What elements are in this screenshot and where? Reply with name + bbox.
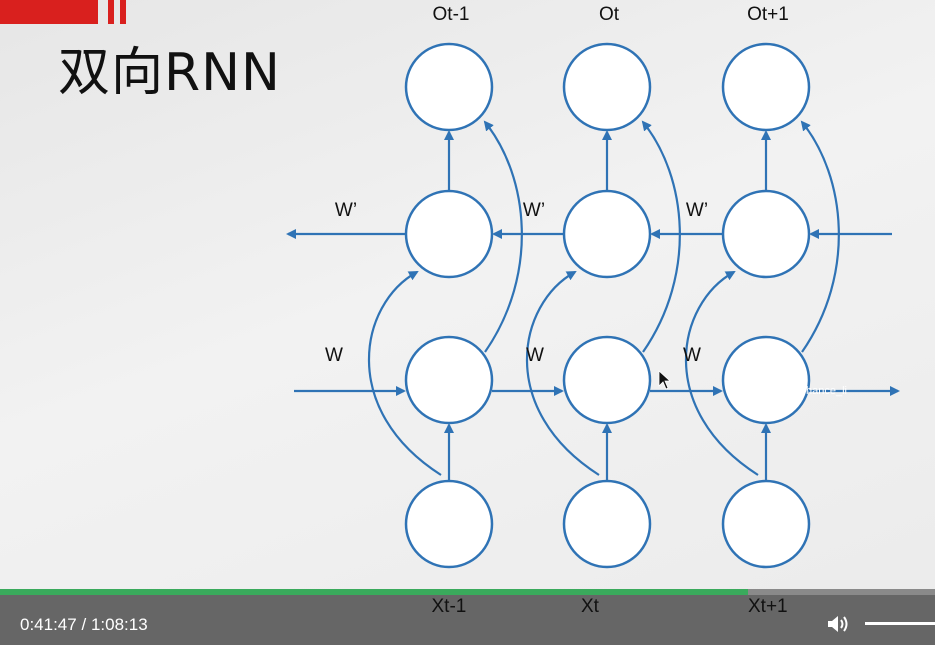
rnn-node-inp	[562, 479, 652, 569]
rnn-node-fwd	[562, 335, 652, 425]
slide-title: 双向RNN	[58, 43, 281, 103]
volume-slider[interactable]	[865, 622, 935, 625]
current-time: 0:41:47	[20, 615, 77, 634]
forward-weight-label: W	[526, 345, 544, 366]
input-to-bwd-edge	[525, 271, 600, 476]
rnn-node-inp	[404, 479, 494, 569]
time-display: 0:41:47 / 1:08:13	[20, 615, 148, 635]
output-label: Ot	[599, 4, 620, 25]
watermark-text: hance_li	[806, 385, 847, 397]
fwd-to-output-edge	[641, 120, 681, 353]
duration: 1:08:13	[90, 615, 148, 634]
rnn-node-out	[562, 42, 652, 132]
forward-weight-label: W	[325, 345, 343, 366]
input-label: Xt-1	[431, 596, 467, 617]
input-label: Xt	[581, 596, 599, 617]
accent-stripe	[108, 0, 114, 24]
backward-weight-label: W’	[335, 200, 357, 221]
rnn-node-fwd	[721, 335, 811, 425]
progress-bar[interactable]	[0, 589, 935, 595]
rnn-node-out	[721, 42, 811, 132]
rnn-node-bwd	[562, 189, 652, 279]
time-separator: /	[81, 615, 87, 634]
player-controls: 0:41:47 / 1:08:13	[0, 595, 935, 645]
output-label: Ot+1	[747, 4, 789, 25]
speaker-icon[interactable]	[826, 614, 850, 634]
forward-weight-label: W	[683, 345, 701, 366]
mouse-cursor-icon	[658, 370, 672, 390]
backward-weight-label: W’	[523, 200, 545, 221]
fwd-to-output-edge	[483, 120, 523, 353]
accent-bar	[0, 0, 98, 24]
progress-fill	[0, 589, 748, 595]
fwd-to-output-edge	[800, 120, 840, 353]
input-to-bwd-edge	[684, 271, 759, 476]
output-label: Ot-1	[433, 4, 470, 25]
input-label: Xt+1	[748, 596, 788, 617]
accent-stripe	[120, 0, 126, 24]
input-to-bwd-edge	[367, 271, 442, 476]
rnn-node-inp	[721, 479, 811, 569]
rnn-node-fwd	[404, 335, 494, 425]
rnn-node-bwd	[404, 189, 494, 279]
backward-weight-label: W’	[686, 200, 708, 221]
rnn-node-bwd	[721, 189, 811, 279]
rnn-node-out	[404, 42, 494, 132]
